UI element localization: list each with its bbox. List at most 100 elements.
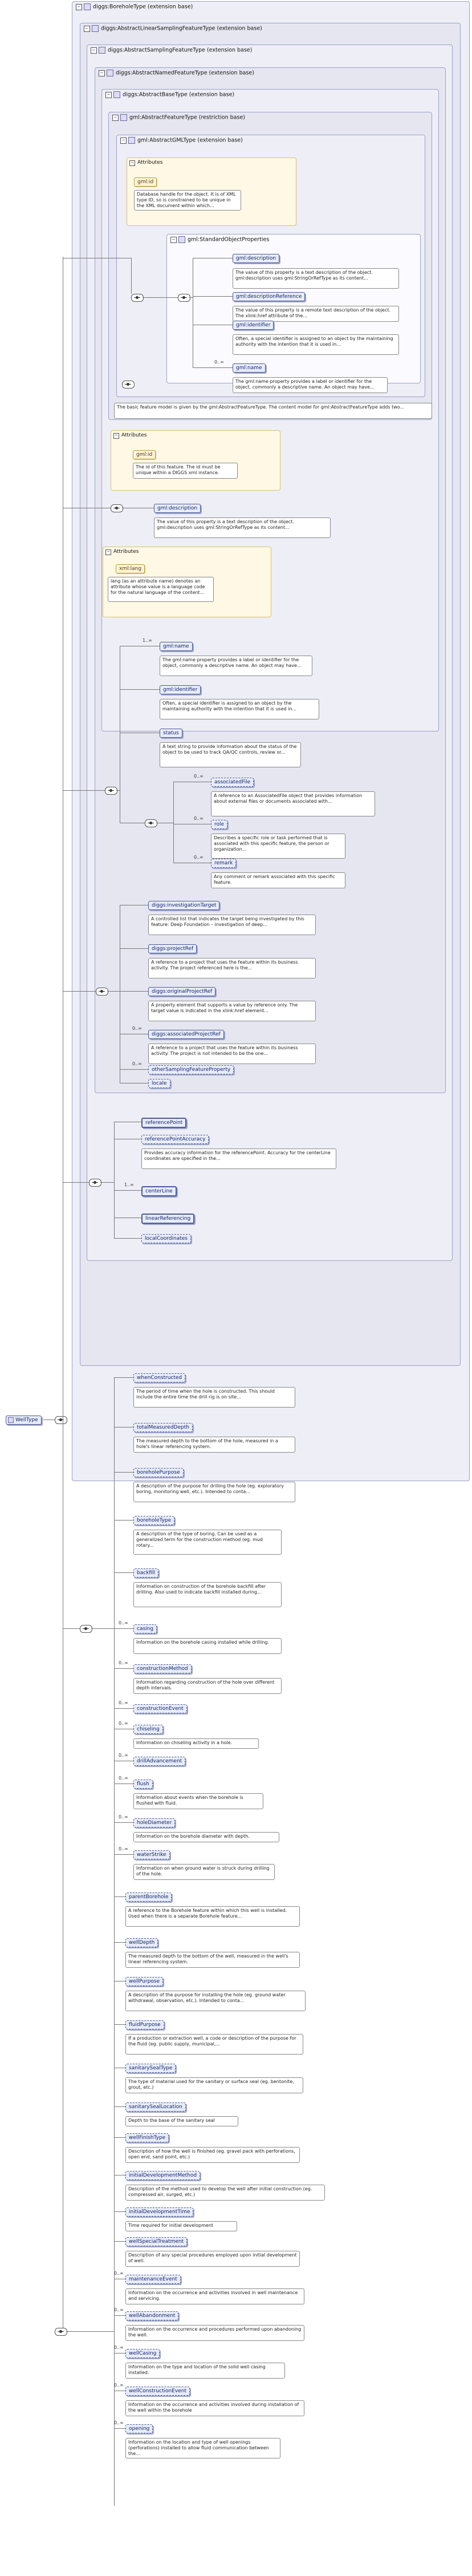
collapse-icon[interactable]: − bbox=[129, 160, 135, 166]
complex-type-icon bbox=[120, 114, 127, 121]
collapse-icon[interactable]: − bbox=[113, 433, 119, 439]
backfill-desc: Information on construction of the boreh… bbox=[133, 1582, 282, 1607]
well-type-root[interactable]: WellType bbox=[6, 1416, 42, 1425]
drill-advancement-element[interactable]: drillAdvancement bbox=[133, 1757, 186, 1766]
xml-lang-attribute[interactable]: xml:lang bbox=[116, 564, 145, 573]
investigation-target-element[interactable]: diggs:investigationTarget bbox=[148, 901, 220, 910]
status-element[interactable]: status bbox=[160, 729, 182, 738]
gml-name-element[interactable]: gml:name bbox=[233, 363, 266, 373]
named-gml-name-element[interactable]: gml:name bbox=[160, 642, 193, 651]
cardinality-label: 0..∞ bbox=[114, 2383, 124, 2388]
local-coordinates-element[interactable]: localCoordinates bbox=[141, 1234, 191, 1243]
group-icon bbox=[178, 236, 185, 243]
parent-borehole-element[interactable]: parentBorehole bbox=[125, 1892, 172, 1902]
expand-icon[interactable]: − bbox=[91, 47, 97, 54]
flush-element[interactable]: flush bbox=[133, 1780, 153, 1789]
borehole-purpose-desc: A description of the purpose for drillin… bbox=[133, 1482, 295, 1502]
well-abandonment-element[interactable]: wellAbandonment bbox=[125, 2311, 179, 2320]
cardinality-label: 0..∞ bbox=[119, 1660, 128, 1665]
base-gml-id-attribute[interactable]: gml:id bbox=[133, 450, 156, 459]
locale-element[interactable]: locale bbox=[148, 1079, 170, 1088]
role-element[interactable]: role bbox=[211, 820, 228, 829]
frame-title: gml:AbstractFeatureType (restriction bas… bbox=[129, 114, 246, 121]
sanitary-seal-type-element[interactable]: sanitarySealType bbox=[125, 2064, 176, 2073]
frame-title: diggs:AbstractNamedFeatureType (extensio… bbox=[116, 70, 254, 76]
borehole-type-element[interactable]: boreholeType bbox=[133, 1516, 175, 1525]
when-constructed-desc: The period of time when the hole is cons… bbox=[133, 1387, 295, 1408]
hole-diameter-element[interactable]: holeDiameter bbox=[133, 1818, 176, 1827]
chiseling-desc: Information on chiseling activity in a h… bbox=[133, 1738, 259, 1749]
base-gml-description-desc: The value of this property is a text des… bbox=[154, 517, 331, 538]
well-finish-type-desc: Description of how the well is finished … bbox=[125, 2147, 300, 2163]
sanitary-seal-type-desc: The type of material used for the sanita… bbox=[125, 2077, 303, 2093]
expand-icon[interactable]: − bbox=[84, 25, 90, 32]
opening-element[interactable]: opening bbox=[125, 2424, 153, 2433]
water-strike-element[interactable]: waterStrike bbox=[133, 1850, 170, 1859]
linear-referencing-element[interactable]: linearReferencing bbox=[141, 1214, 195, 1224]
chiseling-element[interactable]: chiseling bbox=[133, 1725, 163, 1734]
cardinality-label: 0..∞ bbox=[114, 2420, 124, 2425]
initial-development-method-element[interactable]: initialDevelopmentMethod bbox=[125, 2171, 201, 2180]
well-casing-desc: Information on the type and location of … bbox=[125, 2363, 285, 2379]
remark-element[interactable]: remark bbox=[211, 859, 237, 868]
project-ref-desc: A reference to a project that uses the f… bbox=[148, 958, 316, 978]
well-special-treatment-desc: Description of any special procedures em… bbox=[125, 2251, 300, 2267]
construction-event-element[interactable]: constructionEvent bbox=[133, 1704, 187, 1713]
sequence-compositor-icon bbox=[122, 381, 135, 389]
well-finish-type-element[interactable]: wellFinishType bbox=[125, 2133, 169, 2142]
collapse-icon[interactable]: − bbox=[105, 549, 111, 555]
expand-icon[interactable]: − bbox=[112, 114, 119, 121]
well-depth-element[interactable]: wellDepth bbox=[125, 1938, 158, 1947]
gml-description-reference-element[interactable]: gml:descriptionReference bbox=[233, 292, 306, 301]
expand-icon[interactable]: − bbox=[76, 3, 82, 10]
cardinality-label: 0..∞ bbox=[119, 1814, 128, 1819]
sanitary-seal-location-element[interactable]: sanitarySealLocation bbox=[125, 2102, 186, 2112]
cardinality-label: 0..∞ bbox=[114, 2271, 124, 2276]
gml-id-description: Database handle for the object. It is of… bbox=[134, 190, 241, 211]
other-sampling-feature-property-element[interactable]: otherSamplingFeatureProperty bbox=[148, 1065, 234, 1074]
base-gml-description-element[interactable]: gml:description bbox=[154, 504, 201, 513]
expand-icon[interactable]: − bbox=[99, 70, 105, 76]
total-measured-depth-element[interactable]: totalMeasuredDepth bbox=[133, 1423, 193, 1432]
named-gml-identifier-element[interactable]: gml:identifier bbox=[160, 685, 201, 694]
backfill-element[interactable]: backfill bbox=[133, 1568, 159, 1578]
initial-development-time-element[interactable]: initialDevelopmentTime bbox=[125, 2207, 194, 2217]
expand-icon[interactable]: − bbox=[105, 91, 112, 98]
borehole-purpose-element[interactable]: boreholePurpose bbox=[133, 1468, 184, 1477]
reference-point-element[interactable]: referencePoint bbox=[141, 1118, 187, 1128]
when-constructed-element[interactable]: whenConstructed bbox=[133, 1373, 186, 1382]
fluid-purpose-element[interactable]: fluidPurpose bbox=[125, 2020, 164, 2029]
well-special-treatment-element[interactable]: wellSpecialTreatment bbox=[125, 2237, 188, 2246]
sequence-compositor-icon bbox=[80, 1625, 92, 1633]
reference-point-accuracy-element[interactable]: referencePointAccuracy bbox=[141, 1135, 209, 1144]
gml-id-attribute[interactable]: gml:id bbox=[134, 177, 157, 187]
construction-method-element[interactable]: constructionMethod bbox=[133, 1664, 192, 1673]
complex-type-icon bbox=[92, 25, 99, 32]
frame-title: diggs:AbstractSamplingFeatureType (exten… bbox=[108, 47, 253, 54]
parent-borehole-desc: A reference to the Borehole feature with… bbox=[125, 1906, 300, 1927]
well-construction-event-element[interactable]: wellConstructionEvent bbox=[125, 2387, 190, 2396]
original-project-ref-element[interactable]: diggs:originalProjectRef bbox=[148, 987, 216, 996]
investigation-target-desc: A controlled list that indicates the tar… bbox=[148, 915, 316, 935]
project-ref-element[interactable]: diggs:projectRef bbox=[148, 944, 197, 953]
cardinality-label: 0..∞ bbox=[119, 1776, 128, 1781]
base-gml-id-description: The id of this feature. The id must be u… bbox=[133, 463, 238, 479]
well-purpose-element[interactable]: wellPurpose bbox=[125, 1977, 164, 1986]
casing-element[interactable]: casing bbox=[133, 1624, 157, 1633]
well-casing-element[interactable]: wellCasing bbox=[125, 2349, 160, 2358]
attributes-heading: Attributes bbox=[121, 432, 147, 438]
associated-file-desc: A reference to an AssociatedFile object … bbox=[211, 791, 375, 816]
cardinality-label: 0..∞ bbox=[194, 774, 204, 779]
center-line-element[interactable]: centerLine bbox=[141, 1186, 177, 1196]
associated-file-element[interactable]: associatedFile bbox=[211, 778, 254, 787]
maintenance-event-element[interactable]: maintenanceEvent bbox=[125, 2275, 181, 2284]
construction-method-desc: Information regarding construction of th… bbox=[133, 1678, 282, 1694]
gml-description-element[interactable]: gml:description bbox=[233, 254, 280, 263]
cardinality-label: 0..∞ bbox=[132, 1061, 142, 1066]
gml-identifier-element[interactable]: gml:identifier bbox=[233, 321, 274, 330]
borehole-type-desc: A description of the type of boring. Can… bbox=[133, 1530, 282, 1555]
expand-icon[interactable]: − bbox=[120, 137, 127, 144]
expand-icon[interactable]: − bbox=[170, 236, 177, 243]
associated-project-ref-element[interactable]: diggs:associatedProjectRef bbox=[148, 1030, 224, 1039]
cardinality-label: 0..∞ bbox=[214, 359, 224, 365]
